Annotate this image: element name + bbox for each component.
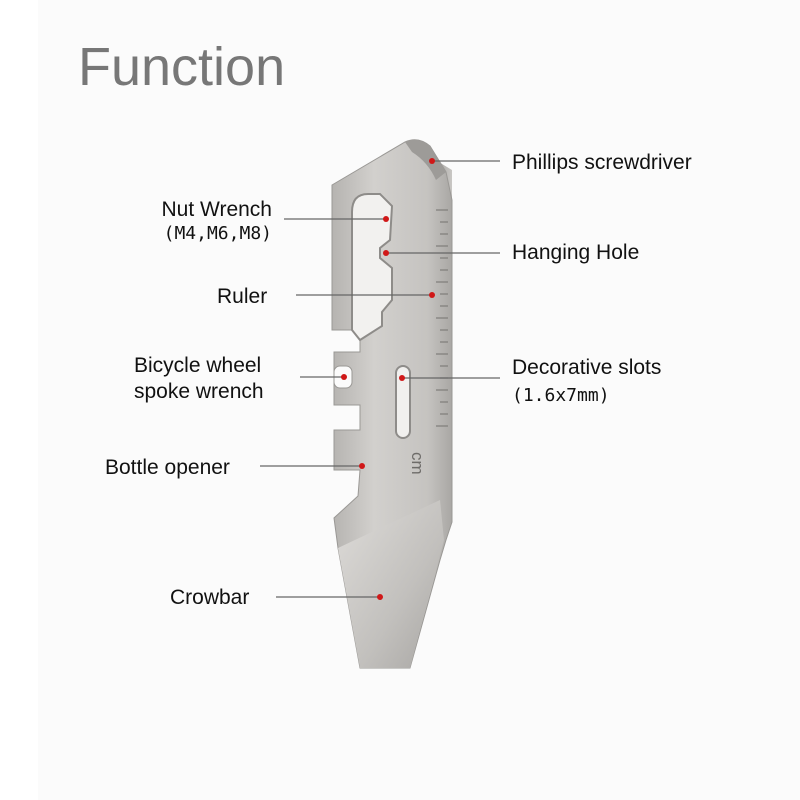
label-hanging-hole: Hanging Hole: [512, 241, 640, 264]
label-decorative-slots-size: (1.6x7mm): [512, 385, 610, 407]
crowbar-blade: [338, 500, 444, 668]
label-bottle-opener: Bottle opener: [105, 456, 230, 479]
page-title: Function: [78, 37, 286, 97]
label-ruler: Ruler: [217, 285, 268, 308]
phillips-tip: [405, 139, 446, 180]
dot-phillips: [429, 158, 435, 164]
label-decorative-slots-title: Decorative slots: [512, 356, 662, 379]
left-margin-strip: [0, 0, 38, 800]
leader-lines: [260, 160, 500, 598]
label-bicycle-spoke-wrench: Bicycle wheel spoke wrench: [134, 353, 264, 406]
dot-hanging-hole: [383, 250, 389, 256]
dot-nut-wrench: [383, 216, 389, 222]
dot-spoke: [341, 374, 347, 380]
dot-ruler: [429, 292, 435, 298]
label-spoke-line1: Bicycle wheel: [134, 354, 262, 377]
ruler-ticks: [436, 209, 448, 427]
label-spoke-line2: spoke wrench: [134, 380, 264, 404]
label-decorative-slots: Decorative slots (1.6x7mm): [512, 355, 661, 408]
label-phillips-screwdriver: Phillips screwdriver: [512, 151, 692, 174]
dot-crowbar: [377, 594, 383, 600]
decorative-slot: [395, 365, 411, 439]
dot-slots: [399, 375, 405, 381]
label-crowbar: Crowbar: [170, 586, 250, 609]
ruler-unit-label: cm: [408, 452, 427, 475]
dot-bottle: [359, 463, 365, 469]
indicator-dots: [341, 158, 435, 600]
label-nut-wrench: Nut Wrench (M4,M6,M8): [132, 197, 273, 246]
nut-wrench-opening: [351, 193, 394, 342]
label-nut-wrench-sizes: (M4,M6,M8): [163, 223, 272, 245]
label-nut-wrench-title: Nut Wrench: [161, 198, 273, 221]
